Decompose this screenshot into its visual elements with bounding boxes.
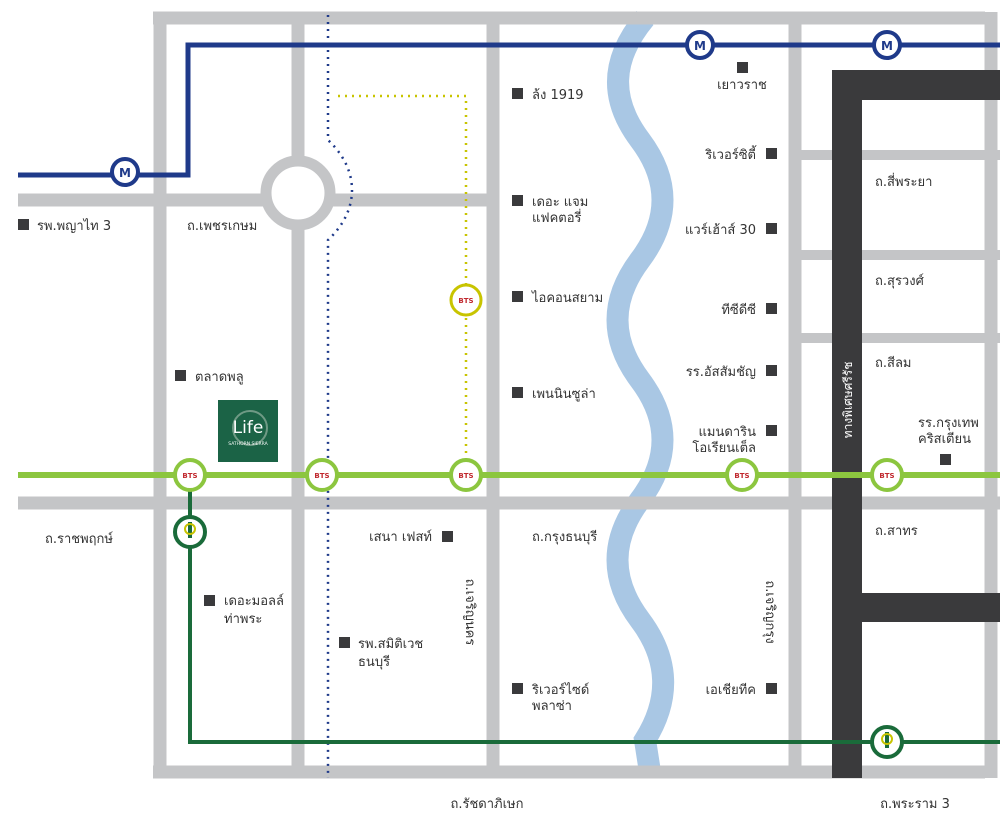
label-talatphlu: ตลาดพลู (195, 370, 244, 385)
label-jam: แฟคตอรี่ (532, 209, 582, 226)
label-siphraya: ถ.สี่พระยา (875, 173, 932, 190)
mrt-blue-line (18, 42, 1000, 178)
label-riverside: ริเวอร์ไซด์ (531, 682, 589, 698)
label-samitivej: ธนบุรี (358, 654, 390, 670)
label-asiatique: เอเชียทีค (706, 682, 756, 698)
mrt-station[interactable]: M (872, 30, 902, 60)
label-bcc: คริสเตียน (918, 431, 971, 447)
svg-text:BTS: BTS (458, 297, 473, 305)
label-themall: ท่าพระ (224, 612, 262, 627)
label-riverside: พลาซ่า (532, 699, 572, 714)
label-sathorn: ถ.สาทร (875, 524, 918, 539)
gold-dotted-line (338, 94, 468, 460)
label-peninsula: เพนนินซูล่า (532, 387, 596, 402)
svg-text:M: M (694, 39, 706, 53)
svg-text:Life: Life (233, 418, 264, 438)
landmark-markers (18, 62, 951, 694)
label-mandarin: แมนดาริน (699, 425, 757, 440)
bts-station[interactable]: BTS (725, 458, 759, 492)
label-warehouse: แวร์เฮ้าส์ 30 (685, 222, 756, 238)
label-themall: เดอะมอลล์ (224, 593, 284, 609)
roads (18, 11, 1000, 779)
mrt-station[interactable]: M (685, 30, 715, 60)
label-krungthonburi: ถ.กรุงธนบุรี (532, 529, 597, 545)
svg-text:BTS: BTS (314, 472, 329, 480)
label-tcdc: ทีซีดีซี (721, 302, 756, 318)
label-ratchadaphisek: ถ.รัชดาภิเษก (450, 797, 523, 812)
roundabout (260, 155, 336, 231)
project-logo: Life SATHORN SIERRA (218, 400, 278, 462)
bts-station[interactable]: BTS (870, 458, 904, 492)
gold-line-station[interactable]: BTS (449, 283, 483, 317)
label-bcc: รร.กรุงเทพ (918, 416, 979, 431)
gold-line-station[interactable] (870, 725, 904, 759)
gold-line-station[interactable] (173, 515, 207, 549)
label-samitivej: รพ.สมิติเวช (358, 637, 423, 652)
expressway-label: ทางพิเศษศรีรัช (841, 362, 855, 439)
mrt-station[interactable]: M (110, 157, 140, 187)
label-phyathai3: รพ.พญาไท 3 (37, 218, 111, 234)
label-assumption: รร.อัสสัมชัญ (686, 365, 756, 380)
svg-text:M: M (881, 39, 893, 53)
svg-text:M: M (119, 166, 131, 180)
label-rama3: ถ.พระราม 3 (880, 797, 950, 812)
label-rivercity: ริเวอร์ซิตี้ (704, 145, 757, 163)
label-lhong: ล้ง 1919 (532, 88, 584, 103)
label-silom: ถ.สีลม (875, 355, 911, 371)
bts-station[interactable]: BTS (173, 458, 207, 492)
label-mandarin: โอเรียนเต็ล (692, 438, 756, 456)
label-phetkasem: ถ.เพชรเกษม (187, 219, 257, 234)
svg-text:BTS: BTS (182, 472, 197, 480)
svg-text:BTS: BTS (458, 472, 473, 480)
bts-station[interactable]: BTS (449, 458, 483, 492)
label-charansanit: ถ.เจริญนคร (462, 579, 477, 646)
chao-phraya-river (606, 10, 675, 774)
gold-line (188, 475, 1000, 744)
label-yaowarat: เยาวราช (717, 78, 767, 93)
svg-text:BTS: BTS (879, 472, 894, 480)
label-charoenkrung: ถ.เจริญกรุง (762, 580, 777, 643)
label-iconsiam: ไอคอนสยาม (531, 290, 603, 306)
label-ratchaphruek: ถ.ราชพฤกษ์ (45, 531, 113, 547)
label-surawong: ถ.สุรวงศ์ (875, 273, 925, 289)
label-sena: เสนา เฟสท์ (369, 529, 432, 545)
expressway (832, 70, 1000, 778)
mrt-purple-dotted-line (326, 15, 354, 778)
label-jam: เดอะ แจม (532, 195, 588, 210)
svg-text:SATHORN SIERRA: SATHORN SIERRA (228, 441, 268, 447)
bts-station[interactable]: BTS (305, 458, 339, 492)
svg-text:BTS: BTS (734, 472, 749, 480)
